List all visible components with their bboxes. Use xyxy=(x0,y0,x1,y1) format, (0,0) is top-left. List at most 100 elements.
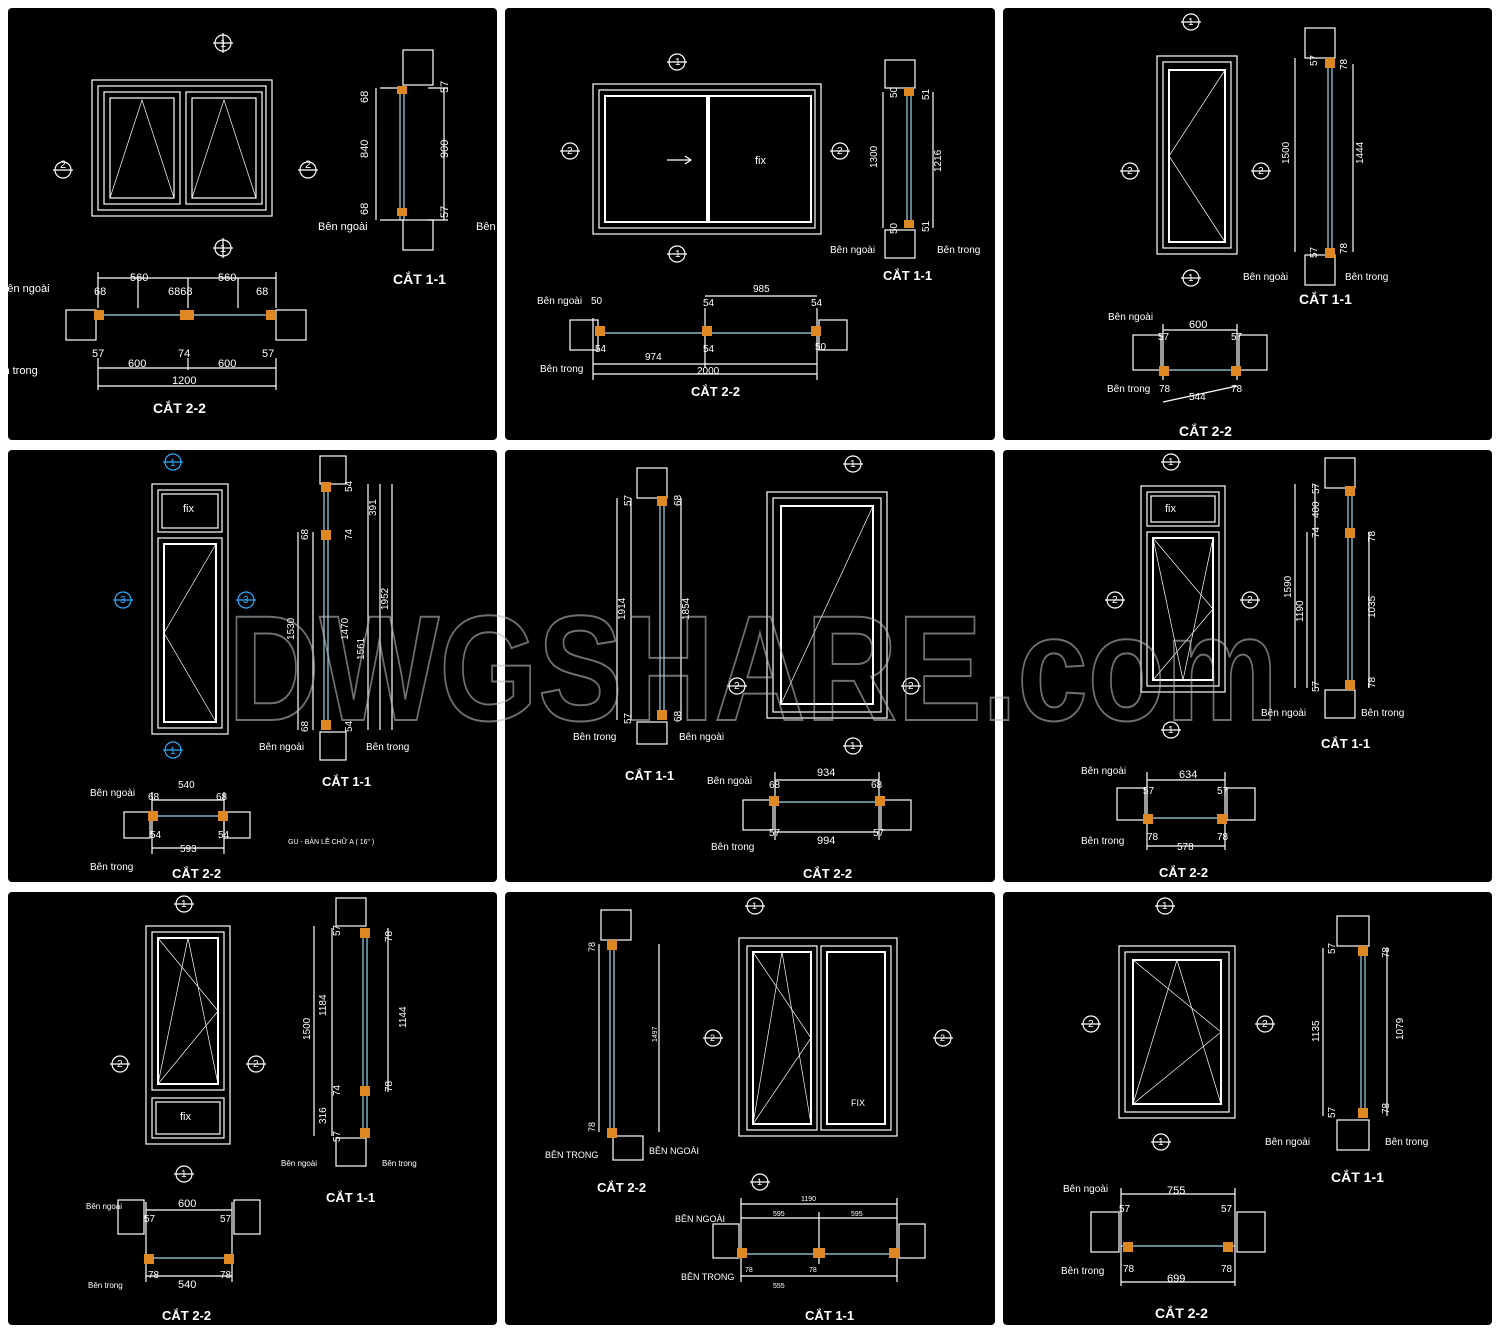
sec-mark: 2 xyxy=(908,681,914,692)
dim: 1497 xyxy=(652,1026,659,1042)
section-title-1-1: CẮT 1-1 xyxy=(883,268,932,283)
dim: 1530 xyxy=(286,617,297,640)
dim: 57 xyxy=(1309,54,1320,66)
dim: 57 xyxy=(1311,680,1322,692)
dim: 78 xyxy=(1221,1264,1233,1275)
sec-mark: 1 xyxy=(1168,725,1174,736)
label-inside-cut: Bên trong xyxy=(8,365,38,377)
sec-mark-2a: 2 xyxy=(60,159,66,171)
drawing-panel-6: fix 1 1 2 2 57 400 1590 74 1190 78 1035 … xyxy=(1081,453,1404,880)
dim: 57 xyxy=(1158,332,1170,343)
dim: 985 xyxy=(753,284,770,295)
dim: 57 xyxy=(1311,482,1322,494)
panel-1: 1 1 2 2 68 840 68 57 900 57 560 560 68 6… xyxy=(8,8,497,440)
dim: 1035 xyxy=(1367,595,1378,618)
dim: 1216 xyxy=(933,149,944,172)
dim: 1079 xyxy=(1395,1017,1406,1040)
label-inside: BÊN TRONG xyxy=(545,1150,598,1160)
dim: 78 xyxy=(1217,832,1229,843)
label-inside: Bên trong xyxy=(382,1159,417,1168)
section-title-1-1: CẮT 1-1 xyxy=(1331,1168,1384,1185)
dim: 57 xyxy=(873,828,885,839)
dim: 54 xyxy=(150,830,162,841)
drawing-panel-8: FIX 1 1 2 2 78 1497 78 1190 595 595 78 7… xyxy=(545,897,953,1323)
label-outside-cut: Bên ngoài xyxy=(1063,1184,1108,1195)
dim: 68 xyxy=(300,528,311,540)
sec-mark-2b: 2 xyxy=(305,159,311,171)
panel-3: 1 1 2 2 57 1500 57 78 1444 78 600 57 57 … xyxy=(1003,8,1492,440)
dim: 6868 xyxy=(168,286,192,298)
panel-4: fix 1 1 3 3 68 1530 68 54 391 74 1470 15… xyxy=(8,450,497,882)
dim: 994 xyxy=(817,835,835,847)
section-title-2-2: CẮT 2-2 xyxy=(153,399,206,416)
label-inside: Bên trong xyxy=(937,245,980,256)
dim: 57 xyxy=(1119,1204,1131,1215)
sec-mark: 1 xyxy=(1162,901,1168,912)
dim: 54 xyxy=(344,720,355,732)
sec-mark: 2 xyxy=(1247,595,1253,606)
section-title-2-2: CẮT 2-2 xyxy=(172,866,221,881)
dim: 78 xyxy=(1367,676,1378,688)
sec-mark: 1 xyxy=(1188,273,1194,284)
section-title-1-1: CẮT 1-1 xyxy=(322,774,371,789)
section-title-2-2: CẮT 2-2 xyxy=(691,384,740,399)
dim: 54 xyxy=(811,298,823,309)
drawing-panel-9: 1 1 2 2 57 1135 57 78 1079 78 755 57 57 … xyxy=(1061,897,1428,1321)
dim: 1561 xyxy=(356,637,367,660)
section-title-2-2: CẮT 2-2 xyxy=(803,866,852,881)
dim: 78 xyxy=(148,1270,160,1281)
label-outside-cut: Bên ngoài xyxy=(1108,312,1153,323)
label-outside-cut: BÊN NGOÀI xyxy=(675,1214,725,1224)
dim: 68 xyxy=(359,203,371,215)
dim: 78 xyxy=(220,1270,232,1281)
dim: 68 xyxy=(300,720,311,732)
dim: 1470 xyxy=(340,617,351,640)
dim: 1500 xyxy=(302,1017,313,1040)
dim: 1914 xyxy=(617,597,628,620)
dim: 57 xyxy=(262,348,274,360)
dim: 50 xyxy=(815,342,827,353)
dim: 68 xyxy=(148,792,160,803)
dim: 78 xyxy=(1367,530,1378,542)
drawing-panel-3: 1 1 2 2 57 1500 57 78 1444 78 600 57 57 … xyxy=(1107,13,1388,439)
dim: 57 xyxy=(332,924,343,936)
fix-label: fix xyxy=(183,503,195,515)
dim: 74 xyxy=(178,348,190,360)
label-outside-cut: Bên ngoài xyxy=(86,1202,122,1211)
dim: 78 xyxy=(384,1080,395,1092)
sec-mark: 3 xyxy=(243,595,249,606)
dim: 1590 xyxy=(1283,575,1294,598)
dim: 634 xyxy=(1179,769,1197,781)
sec-mark: 1 xyxy=(170,746,176,757)
label-inside-cut: Bên trong xyxy=(1081,836,1124,847)
panel-6: fix 1 1 2 2 57 400 1590 74 1190 78 1035 … xyxy=(1003,450,1492,882)
dim: 57 xyxy=(1217,786,1229,797)
dim: 1190 xyxy=(1295,600,1306,622)
sec-mark: 2 xyxy=(253,1059,259,1070)
label-inside: Bên trong xyxy=(1345,272,1388,283)
sec-mark: 1 xyxy=(757,1177,762,1187)
dim: 600 xyxy=(128,358,146,370)
dim: 934 xyxy=(817,767,835,779)
dim: 595 xyxy=(851,1211,863,1218)
dim: 974 xyxy=(645,352,662,363)
sec-mark: 2 xyxy=(1112,595,1118,606)
dim: 391 xyxy=(368,499,379,516)
dim: 68 xyxy=(871,780,883,791)
dim: 1444 xyxy=(1355,141,1366,164)
label-inside-cut: BÊN TRONG xyxy=(681,1272,734,1282)
dim: 78 xyxy=(1231,384,1243,395)
fix-label: fix xyxy=(755,155,767,167)
sec-mark: 2 xyxy=(1127,166,1133,177)
dim: 51 xyxy=(921,88,932,100)
label-outside: Bên ngoài xyxy=(830,245,875,256)
label-outside-cut: Bên ngoài xyxy=(707,776,752,787)
label-outside: Bên ngoài xyxy=(1265,1137,1310,1148)
sec-mark: 1 xyxy=(850,459,856,470)
dim: 50 xyxy=(889,222,900,234)
section-title-1-1: CẮT 1-1 xyxy=(805,1308,854,1323)
dim: 57 xyxy=(1231,332,1243,343)
section-title-1-1: CẮT 1-1 xyxy=(625,768,674,783)
sec-mark: 1 xyxy=(850,741,856,752)
sec-mark-1a: 1 xyxy=(220,38,226,50)
